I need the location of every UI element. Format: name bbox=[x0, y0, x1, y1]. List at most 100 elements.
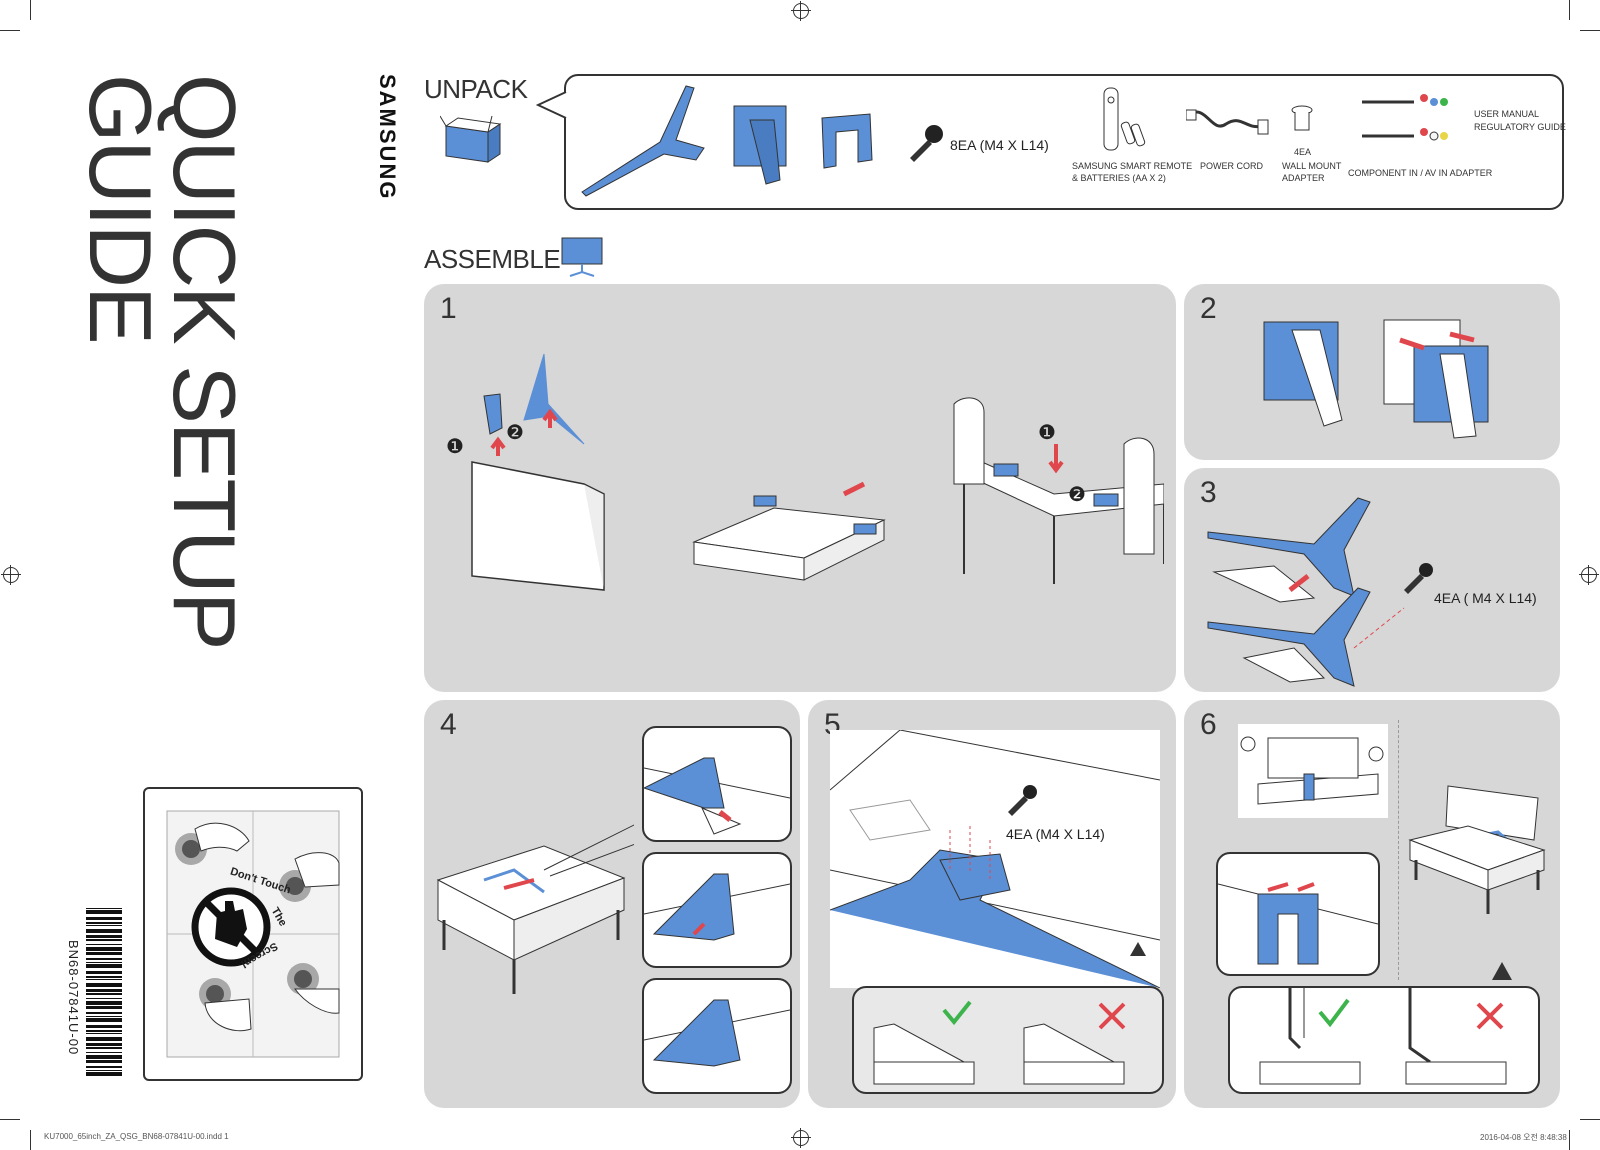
barcode-bar bbox=[86, 989, 122, 992]
guide-title-line2: GUIDE bbox=[71, 74, 170, 343]
step-1-badge-4: ❷ bbox=[1068, 484, 1086, 506]
crop-mark bbox=[30, 1130, 31, 1150]
unpack-heading: UNPACK bbox=[424, 74, 528, 104]
step-3-illustration bbox=[1207, 497, 1405, 687]
step-2-panel: 2 bbox=[1184, 284, 1560, 460]
assembled-tv-icon bbox=[561, 237, 603, 277]
av-adapter-label: COMPONENT IN / AV IN ADAPTER bbox=[1348, 168, 1493, 178]
barcode-bar bbox=[86, 944, 122, 945]
step-2-number: 2 bbox=[1200, 292, 1217, 325]
barcode-bar bbox=[86, 1033, 122, 1034]
barcode-bar bbox=[86, 1037, 122, 1041]
barcode-bar bbox=[86, 908, 122, 909]
barcode-bar bbox=[86, 983, 122, 987]
screw-icon bbox=[910, 125, 943, 162]
assemble-heading: ASSEMBLE bbox=[424, 244, 561, 274]
barcode-bar bbox=[86, 993, 122, 995]
barcode-bar bbox=[86, 1055, 122, 1059]
barcode-bar bbox=[86, 922, 122, 924]
crop-mark bbox=[0, 1119, 20, 1120]
screw-icon bbox=[1008, 785, 1037, 816]
barcode-bar bbox=[86, 1025, 122, 1028]
barcode-bar bbox=[86, 1070, 122, 1071]
step-4-detail-c bbox=[642, 978, 792, 1094]
step-6-panel: 6 bbox=[1184, 700, 1560, 1108]
warning-icon bbox=[1492, 962, 1512, 980]
step-4-detail-c-illustration bbox=[644, 999, 790, 1067]
barcode-bar bbox=[86, 939, 122, 941]
part-number: BN68-07841U-00 bbox=[66, 940, 81, 1056]
step-6-detail bbox=[1216, 852, 1380, 976]
divider bbox=[1398, 720, 1400, 980]
bubble-pointer bbox=[536, 91, 567, 119]
barcode-bar bbox=[86, 1001, 122, 1005]
barcode-bar bbox=[86, 1018, 122, 1022]
step-5-screw-quantity: 4EA (M4 X L14) bbox=[1006, 826, 1105, 842]
step-6-correct-vs-wrong bbox=[1228, 986, 1540, 1094]
screw-icon bbox=[1404, 563, 1433, 594]
stand-bracket-icon bbox=[733, 105, 787, 185]
barcode-bar bbox=[86, 964, 122, 968]
step-4-detail-a-illustration bbox=[644, 757, 790, 835]
barcode-bars bbox=[86, 908, 122, 1076]
barcode-bar bbox=[86, 1052, 122, 1053]
screw-quantity: 8EA (M4 X L14) bbox=[950, 137, 1049, 153]
barcode-bar bbox=[86, 947, 122, 951]
crop-mark bbox=[1580, 30, 1600, 31]
step-4-panel: 4 bbox=[424, 700, 800, 1108]
registration-mark bbox=[791, 1128, 811, 1148]
barcode-bar bbox=[86, 976, 122, 978]
wall-mount-adapter-icon bbox=[1291, 105, 1313, 131]
barcode-bar bbox=[86, 1066, 122, 1068]
step-1-panel: 1 ❶ ❷ ❶ ❷ bbox=[424, 284, 1176, 692]
step-4-number: 4 bbox=[440, 708, 457, 741]
barcode-bar bbox=[86, 998, 122, 999]
do-not-touch-screen-card: Don't Touch The Screen! bbox=[143, 787, 363, 1081]
av-adapter-cable-icon bbox=[1362, 94, 1448, 141]
step-6-lift-scene bbox=[1238, 724, 1388, 818]
step-3-screw-quantity: 4EA ( M4 X L14) bbox=[1434, 590, 1537, 606]
step-6-detail-illustration bbox=[1218, 882, 1378, 965]
power-cord-label: POWER CORD bbox=[1200, 161, 1263, 171]
barcode-bar bbox=[86, 929, 122, 933]
barcode-bar bbox=[86, 958, 122, 960]
step-6-finished-tv-illustration bbox=[1408, 785, 1546, 914]
step-4-table-illustration bbox=[436, 824, 634, 994]
barcode-bar bbox=[86, 952, 122, 955]
step-1-badge-3: ❶ bbox=[1038, 422, 1056, 444]
remote-label-1: SAMSUNG SMART REMOTE bbox=[1072, 161, 1193, 171]
step-5-correct-vs-wrong bbox=[852, 986, 1164, 1094]
barcode-bar bbox=[86, 979, 122, 980]
power-cord-icon bbox=[1186, 109, 1269, 135]
step-2-illustration bbox=[1263, 319, 1489, 439]
wall-mount-label-2: ADAPTER bbox=[1282, 173, 1325, 183]
remote-label-2: & BATTERIES (AA X 2) bbox=[1072, 173, 1166, 183]
crop-mark bbox=[1580, 1119, 1600, 1120]
step-5-panel: 5 4EA (M4 X L14) bbox=[808, 700, 1176, 1108]
barcode bbox=[86, 908, 122, 1078]
wall-mount-qty: 4EA bbox=[1294, 147, 1312, 157]
regulatory-guide-label: REGULATORY GUIDE bbox=[1474, 122, 1566, 132]
crop-mark bbox=[0, 30, 20, 31]
barcode-bar bbox=[86, 962, 122, 963]
barcode-bar bbox=[86, 1043, 122, 1046]
crop-mark bbox=[30, 0, 31, 20]
footer-filename: KU7000_65inch_ZA_QSG_BN68-07841U-00.indd… bbox=[44, 1132, 229, 1141]
crop-mark bbox=[1569, 0, 1570, 20]
barcode-bar bbox=[86, 917, 122, 920]
step-3-number: 3 bbox=[1200, 476, 1217, 509]
step-5-closeup bbox=[829, 729, 1161, 989]
barcode-bar bbox=[86, 1006, 122, 1009]
barcode-bar bbox=[86, 935, 122, 938]
samsung-logo: SAMSUNG bbox=[375, 74, 400, 201]
wall-mount-label-1: WALL MOUNT bbox=[1282, 161, 1342, 171]
step-6-number: 6 bbox=[1200, 708, 1217, 741]
step-3-panel: 3 4EA ( M4 X L14) bbox=[1184, 468, 1560, 692]
barcode-bar bbox=[86, 1016, 122, 1017]
barcode-bar bbox=[86, 1012, 122, 1014]
touch-screen-illustration bbox=[166, 810, 340, 1058]
step-6-lift-illustration bbox=[1240, 736, 1384, 805]
barcode-bar bbox=[86, 925, 122, 926]
step-5-comparison-illustration bbox=[873, 1000, 1126, 1085]
barcode-bar bbox=[86, 971, 122, 974]
